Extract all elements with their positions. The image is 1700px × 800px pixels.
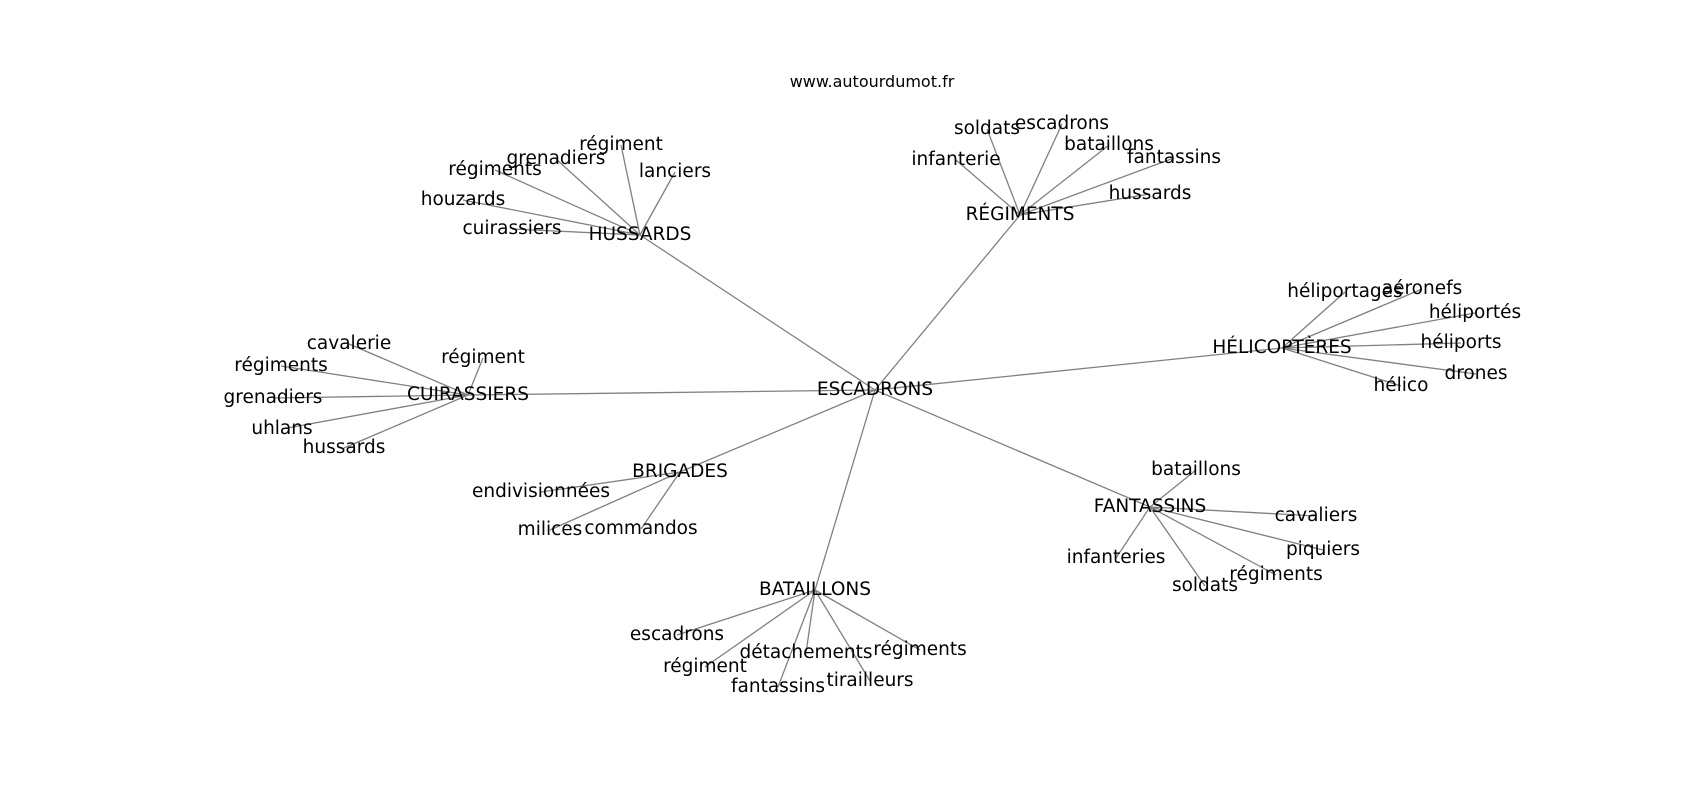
edge-hub-to-leaf (348, 343, 469, 396)
leaf-node-label[interactable]: détachements (739, 642, 872, 663)
edge-hub-to-leaf (1149, 506, 1277, 576)
hub-node-label[interactable]: HUSSARDS (589, 224, 692, 245)
edge-hub-to-leaf (540, 471, 681, 493)
leaf-node-label[interactable]: commandos (584, 518, 697, 539)
leaf-node-label[interactable]: héliportés (1429, 302, 1521, 323)
leaf-node-label[interactable]: régiments (1229, 564, 1323, 585)
leaf-node-label[interactable]: fantassins (731, 676, 825, 697)
leaf-node-label[interactable]: milices (518, 519, 583, 540)
leaf-node-label[interactable]: régiment (579, 134, 663, 155)
edge-center-to-hub (874, 347, 1283, 391)
leaf-node-label[interactable]: piquiers (1286, 539, 1360, 560)
edge-hub-to-leaf (1115, 506, 1151, 559)
edge-center-to-hub (874, 214, 1021, 391)
leaf-node-label[interactable]: hussards (1109, 183, 1192, 204)
leaf-node-label[interactable]: escadrons (630, 624, 724, 645)
edge-center-to-hub (874, 389, 1151, 508)
edge-hub-to-leaf (467, 357, 484, 396)
edge-hub-to-leaf (814, 589, 871, 682)
edge-hub-to-leaf (462, 199, 641, 236)
edge-hub-to-leaf (639, 171, 676, 236)
hub-node-label[interactable]: BRIGADES (632, 461, 728, 482)
leaf-node-label[interactable]: héliports (1421, 332, 1502, 353)
edge-hub-to-leaf (494, 169, 641, 236)
leaf-node-label[interactable]: endivisionnées (472, 481, 610, 502)
leaf-node-label[interactable]: grenadiers (507, 148, 606, 169)
edge-hub-to-leaf (1019, 193, 1151, 216)
leaf-node-label[interactable]: drones (1444, 363, 1507, 384)
edge-hub-to-leaf (777, 589, 816, 688)
leaf-node-label[interactable]: régiments (873, 639, 967, 660)
graph-edges (272, 123, 1477, 688)
edge-hub-to-leaf (640, 471, 681, 530)
edge-hub-to-leaf (1281, 342, 1462, 349)
edge-hub-to-leaf (1281, 291, 1346, 349)
edge-hub-to-leaf (1281, 312, 1476, 349)
edge-center-to-hub (679, 389, 876, 473)
edge-hub-to-leaf (1019, 144, 1110, 216)
edge-hub-to-leaf (1149, 506, 1206, 587)
edge-hub-to-leaf (1149, 506, 1324, 551)
leaf-node-label[interactable]: régiment (441, 347, 525, 368)
edge-hub-to-leaf (1281, 347, 1477, 375)
leaf-node-label[interactable]: soldats (954, 118, 1020, 139)
leaf-node-label[interactable]: bataillons (1151, 459, 1241, 480)
leaf-node-label[interactable]: escadrons (1015, 113, 1109, 134)
leaf-node-label[interactable]: lanciers (639, 161, 711, 182)
edge-center-to-hub (639, 234, 876, 391)
leaf-node-label[interactable]: soldats (1172, 575, 1238, 596)
graph-labels: ESCADRONSHUSSARDSrégimentgrenadiersrégim… (224, 113, 1522, 697)
leaf-node-label[interactable]: régiments (448, 159, 542, 180)
leaf-node-label[interactable]: infanteries (1067, 547, 1166, 568)
leaf-node-label[interactable]: infanterie (911, 149, 1000, 170)
edge-hub-to-leaf (676, 589, 816, 636)
leaf-node-label[interactable]: aéronefs (1382, 278, 1463, 299)
site-url-label: www.autourdumot.fr (789, 72, 955, 91)
hub-node-label[interactable]: RÉGIMENTS (966, 203, 1075, 225)
leaf-node-label[interactable]: houzards (421, 189, 505, 210)
edge-hub-to-leaf (1149, 469, 1197, 508)
edge-hub-to-leaf (281, 394, 469, 430)
center-node-label[interactable]: ESCADRONS (817, 379, 933, 400)
edge-hub-to-leaf (272, 394, 469, 399)
leaf-node-label[interactable]: uhlans (251, 418, 312, 439)
leaf-node-label[interactable]: héliportages (1287, 281, 1402, 302)
leaf-node-label[interactable]: tirailleurs (826, 670, 913, 691)
edge-hub-to-leaf (555, 158, 641, 236)
leaf-node-label[interactable]: cuirassiers (462, 218, 561, 239)
edge-hub-to-leaf (1019, 157, 1175, 216)
edge-hub-to-leaf (1281, 288, 1423, 349)
leaf-node-label[interactable]: grenadiers (224, 387, 323, 408)
hub-node-label[interactable]: HÉLICOPTÈRES (1212, 336, 1351, 358)
edge-hub-to-leaf (1281, 347, 1402, 387)
leaf-node-label[interactable]: régiments (234, 355, 328, 376)
edge-center-to-hub (467, 389, 876, 396)
edge-center-to-hub (814, 389, 876, 591)
leaf-node-label[interactable]: régiment (663, 656, 747, 677)
hub-node-label[interactable]: CUIRASSIERS (407, 384, 529, 405)
hub-node-label[interactable]: BATAILLONS (759, 579, 871, 600)
edge-hub-to-leaf (805, 589, 816, 654)
edge-hub-to-leaf (343, 394, 469, 449)
edge-hub-to-leaf (704, 589, 816, 668)
leaf-node-label[interactable]: hussards (303, 437, 386, 458)
edge-hub-to-leaf (1149, 506, 1317, 517)
leaf-node-label[interactable]: cavalerie (307, 333, 391, 354)
leaf-node-label[interactable]: fantassins (1127, 147, 1221, 168)
hub-node-label[interactable]: FANTASSINS (1094, 496, 1206, 517)
edge-hub-to-leaf (511, 228, 641, 236)
leaf-node-label[interactable]: cavaliers (1275, 505, 1358, 526)
edge-hub-to-leaf (986, 128, 1021, 216)
edge-hub-to-leaf (814, 589, 921, 651)
edge-hub-to-leaf (620, 144, 641, 236)
leaf-node-label[interactable]: hélico (1374, 375, 1429, 396)
edge-hub-to-leaf (955, 159, 1021, 216)
leaf-node-label[interactable]: bataillons (1064, 134, 1154, 155)
edge-hub-to-leaf (549, 471, 681, 531)
edge-hub-to-leaf (1019, 123, 1063, 216)
edge-hub-to-leaf (280, 365, 469, 396)
